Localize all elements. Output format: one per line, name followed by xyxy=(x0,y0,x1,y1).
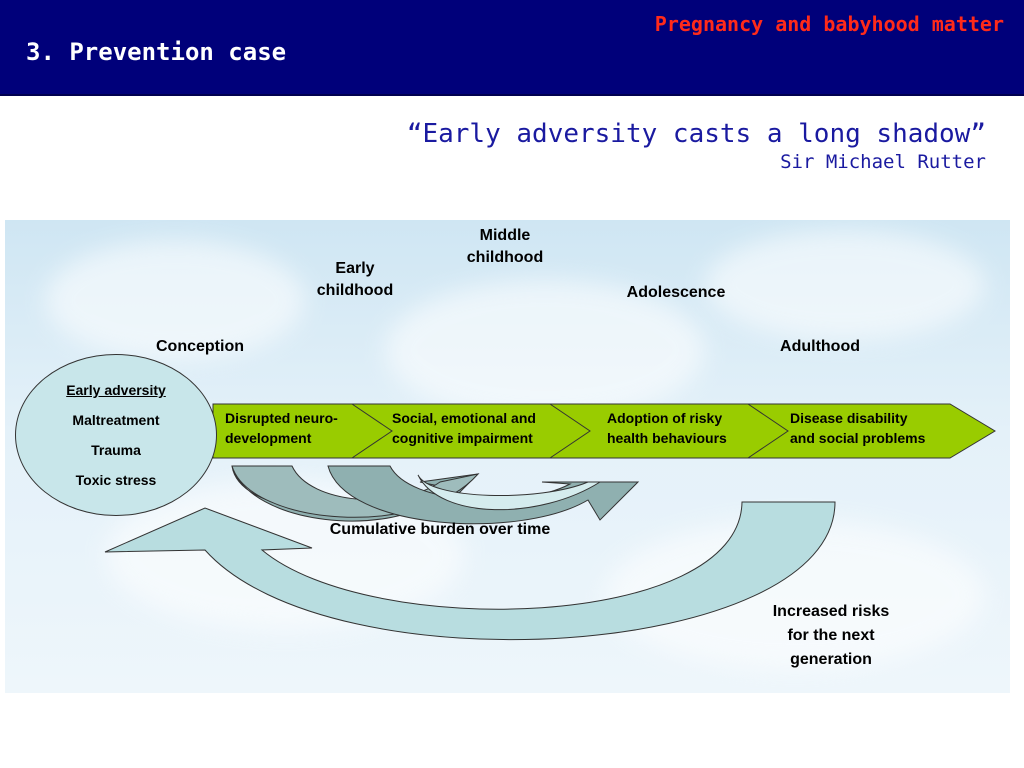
segment-impairment: Social, emotional and cognitive impairme… xyxy=(392,410,536,446)
circle-item: Trauma xyxy=(91,442,141,458)
stage-adolescence: Adolescence xyxy=(626,284,726,301)
segment-neurodevelopment: Disrupted neuro- development xyxy=(225,410,338,446)
slide-header: 3. Prevention case Pregnancy and babyhoo… xyxy=(0,0,1024,96)
circle-title: Early adversity xyxy=(66,382,166,398)
segment-risky-behaviours: Adoption of risky health behaviours xyxy=(607,410,727,446)
quote-text: “Early adversity casts a long shadow” xyxy=(406,119,986,149)
stage-early-childhood: Early childhood xyxy=(316,260,394,299)
cumulative-burden-label: Cumulative burden over time xyxy=(329,521,551,538)
circle-item: Toxic stress xyxy=(75,472,157,488)
slide-title: 3. Prevention case xyxy=(26,38,287,66)
next-generation-arrow xyxy=(104,501,836,641)
stage-conception: Conception xyxy=(156,338,244,355)
cumulative-arrow-4 xyxy=(417,474,602,511)
stage-middle-childhood: Middle childhood xyxy=(466,227,544,266)
circle-item: Maltreatment xyxy=(72,412,160,428)
early-adversity-circle: Early adversity Maltreatment Trauma Toxi… xyxy=(15,354,217,516)
next-generation-label: Increased risks for the next generation xyxy=(772,603,890,668)
quote-block: “Early adversity casts a long shadow” Si… xyxy=(407,118,986,174)
stage-adulthood: Adulthood xyxy=(780,338,860,355)
quote-author: Sir Michael Rutter xyxy=(780,151,986,173)
slide-subtitle: Pregnancy and babyhood matter xyxy=(654,12,1004,36)
segment-disease: Disease disability and social problems xyxy=(790,410,926,446)
